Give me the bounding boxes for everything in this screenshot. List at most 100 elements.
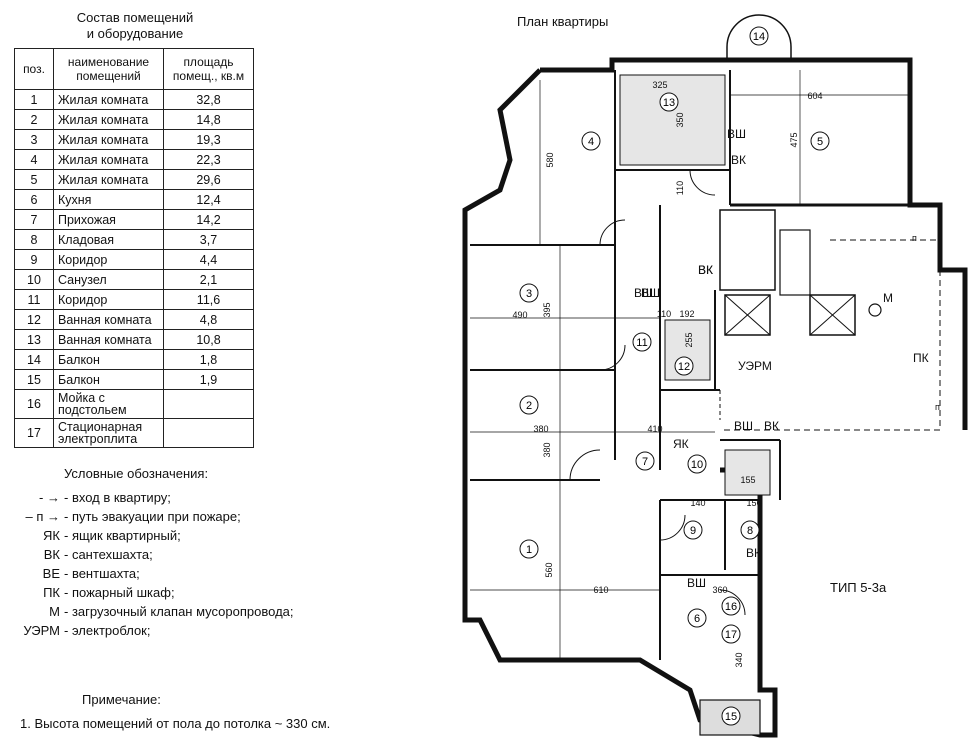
legend-symbol: ЯК — [43, 528, 60, 543]
plan-label: М — [883, 291, 893, 305]
cell-area: 14,2 — [163, 209, 254, 230]
legend-text: - ящик квартирный; — [64, 528, 181, 543]
legend-item: - → - вход в квартиру; — [0, 490, 340, 510]
cell-n: 7 — [14, 209, 54, 230]
rooms-table: поз. наименование помещений площадь поме… — [14, 48, 254, 448]
room-marker — [581, 131, 601, 151]
room-number: 7 — [642, 456, 648, 468]
cell-area: 4,4 — [163, 249, 254, 270]
room-number: 2 — [526, 400, 532, 412]
legend-text: - вход в квартиру; — [64, 490, 171, 505]
room-number: 17 — [725, 629, 737, 641]
table-title: Состав помещений и оборудование — [40, 10, 230, 42]
cell-n: 10 — [14, 269, 54, 290]
cell-n: 3 — [14, 129, 54, 150]
cell-name: Жилая комната — [53, 169, 164, 190]
cell-n: 5 — [14, 169, 54, 190]
plan-label: ВК — [764, 419, 779, 433]
cell-name: Стационарная электроплита — [53, 418, 164, 448]
room-number: 16 — [725, 601, 737, 613]
dimension-label: 155 — [740, 475, 755, 485]
legend-title: Условные обозначения: — [64, 466, 209, 481]
legend-text: - загрузочный клапан мусоропровода; — [64, 604, 294, 619]
room-number: 15 — [725, 711, 737, 723]
room-marker — [721, 706, 741, 726]
cell-name: Коридор — [53, 249, 164, 270]
cell-n: 1 — [14, 89, 54, 110]
room-marker — [519, 395, 539, 415]
dimension-label: 580 — [545, 152, 555, 167]
legend-symbol: ВК — [43, 547, 60, 562]
cell-name: Жилая комната — [53, 149, 164, 170]
legend-item: М- загрузочный клапан мусоропровода; — [0, 604, 340, 624]
dimension-label: 560 — [544, 562, 554, 577]
dimension-label: 110 — [657, 309, 671, 319]
apartment-type: ТИП 5-3а — [830, 580, 887, 595]
room-marker — [635, 451, 655, 471]
plan-label: ЯК — [673, 437, 689, 451]
legend-symbol: УЭРМ — [23, 623, 60, 638]
room-number: 14 — [753, 31, 765, 43]
note-title: Примечание: — [82, 692, 161, 707]
left-panel: Состав помещений и оборудование поз. наи… — [0, 0, 400, 749]
legend-text: - электроблок; — [64, 623, 151, 638]
room-number: 5 — [817, 136, 823, 148]
cell-area: 4,8 — [163, 309, 254, 330]
plan-label: ВК — [698, 263, 713, 277]
dimension-label: 360 — [712, 585, 727, 595]
dimension-label: 110 — [675, 181, 685, 195]
cell-n: 15 — [14, 369, 54, 390]
room-marker — [687, 454, 707, 474]
plan-label: ВК — [698, 263, 713, 277]
plan-label: УЭРМ — [738, 359, 772, 373]
room-marker — [721, 596, 741, 616]
room-number: 11 — [636, 337, 647, 349]
room-number: 8 — [747, 525, 753, 537]
cell-area: 2,1 — [163, 269, 254, 290]
dimension-label: 604 — [807, 91, 822, 101]
cell-n: 8 — [14, 229, 54, 250]
dimension-label: 380 — [533, 424, 548, 434]
room-marker — [810, 131, 830, 151]
plan-label: ПК — [913, 351, 929, 365]
cell-n: 4 — [14, 149, 54, 170]
cell-name: Мойка с подстольем — [53, 389, 164, 419]
cell-name: Жилая комната — [53, 109, 164, 130]
room-number: 9 — [690, 525, 696, 537]
col-name: наименование помещений — [53, 48, 164, 90]
dimension-label: 140 — [690, 498, 705, 508]
dimension-label: 610 — [593, 585, 608, 595]
cell-n: 6 — [14, 189, 54, 210]
cell-area: 32,8 — [163, 89, 254, 110]
cell-area: 3,7 — [163, 229, 254, 250]
room-number: 4 — [588, 136, 594, 148]
legend-symbol: – п → — [25, 509, 61, 524]
plan-label: п — [935, 402, 940, 412]
cell-n: 17 — [14, 418, 54, 448]
legend-text: - вентшахта; — [64, 566, 140, 581]
room-marker — [674, 356, 694, 376]
legend-symbol: - → — [39, 490, 60, 505]
legend-item: ВК- сантехшахта; — [0, 547, 340, 567]
cell-name: Ванная комната — [53, 329, 164, 350]
cell-name: Жилая комната — [53, 89, 164, 110]
room-marker — [749, 26, 769, 46]
plan-title: План квартиры — [517, 14, 609, 29]
cell-area: 11,6 — [163, 289, 254, 310]
plan-label: ВК — [746, 546, 761, 560]
legend-text: - путь эвакуации при пожаре; — [64, 509, 241, 524]
cell-n: 14 — [14, 349, 54, 370]
plan-label: ВШ — [734, 419, 753, 433]
room-marker — [740, 520, 760, 540]
dimension-label: 490 — [512, 310, 527, 320]
legend-item: – п →- путь эвакуации при пожаре; — [0, 509, 340, 529]
cell-name: Прихожая — [53, 209, 164, 230]
cell-name: Санузел — [53, 269, 164, 290]
